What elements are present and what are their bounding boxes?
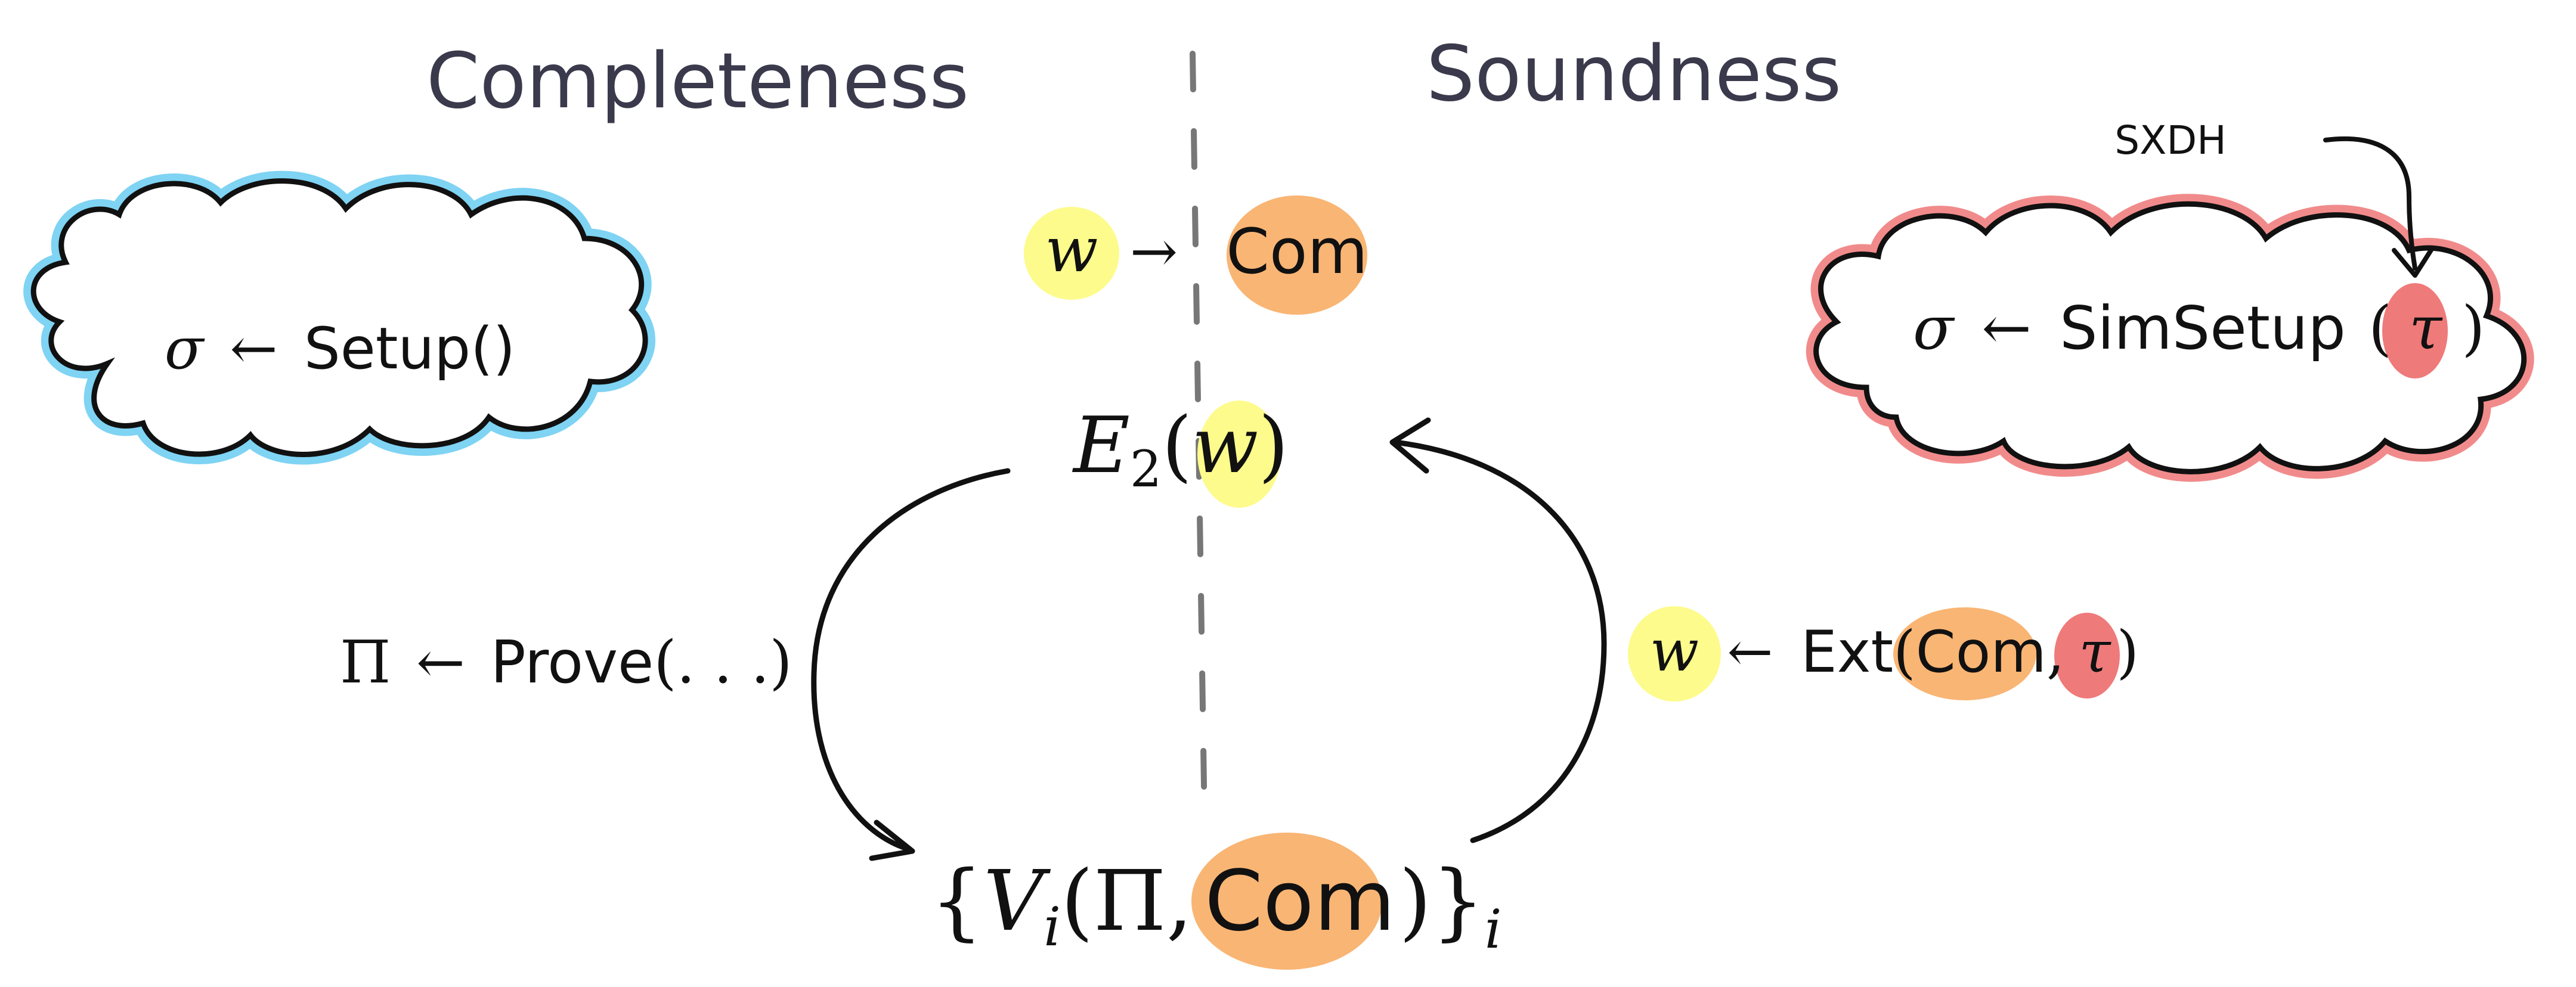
top-witness: w: [1045, 213, 1098, 286]
top-witness-highlight: [1024, 207, 1119, 300]
heading-soundness: Soundness: [1426, 30, 1841, 119]
top-arrow: →: [1130, 218, 1178, 285]
top-com-highlight: [1227, 195, 1367, 315]
top-commitment: Com: [1226, 215, 1368, 288]
setup-cloud-outline: [30, 178, 648, 457]
encoding-expression: E2(w): [1072, 400, 1289, 498]
sxdh-arrowhead: [2392, 247, 2434, 278]
extract-tau-highlight: [2054, 613, 2120, 699]
top-node: w → Com: [1024, 195, 1368, 315]
setup-expression: σ ← Setup(): [165, 315, 515, 382]
setup-cloud: σ ← Setup(): [23, 170, 656, 465]
simsetup-args: ( τ ): [2368, 293, 2485, 363]
extract-arrowhead: [1389, 417, 1431, 474]
extract-arrow: [1392, 439, 1607, 843]
extract-expression: Ext(Com,τ): [1801, 619, 2139, 685]
prove-arrowhead: [869, 820, 915, 861]
heading-completeness: Completeness: [426, 37, 969, 126]
verify-com-highlight: [1191, 833, 1382, 970]
verify-expression: {Vi(Π,Com)}i: [930, 853, 1502, 961]
simsetup-expression: σ ← SimSetup: [1913, 293, 2346, 363]
encoding-witness-highlight: [1197, 401, 1281, 508]
verify-node: {Vi(Π,Com)}i: [930, 833, 1502, 970]
sxdh-label: SXDH: [2114, 117, 2227, 163]
simsetup-cloud-outline: [1813, 201, 2527, 474]
extract-witness: w: [1650, 617, 1699, 684]
sxdh-arrow: [2323, 136, 2417, 271]
extract-arrow-symbol: ←: [1727, 620, 1773, 684]
extract-witness-highlight: [1628, 606, 1721, 702]
extract-com-highlight: [1893, 607, 2036, 700]
encoding-node: E2(w): [1072, 400, 1289, 508]
simsetup-cloud: σ ← SimSetup ( τ ): [1806, 194, 2534, 482]
divider-line: [1190, 51, 1208, 825]
simsetup-tau-highlight: [2382, 283, 2448, 378]
prove-arrow: [811, 468, 1011, 852]
prove-expression: Π ← Prove(. . .): [340, 629, 792, 697]
extract-node: w ← Ext(Com,τ): [1628, 606, 2139, 702]
